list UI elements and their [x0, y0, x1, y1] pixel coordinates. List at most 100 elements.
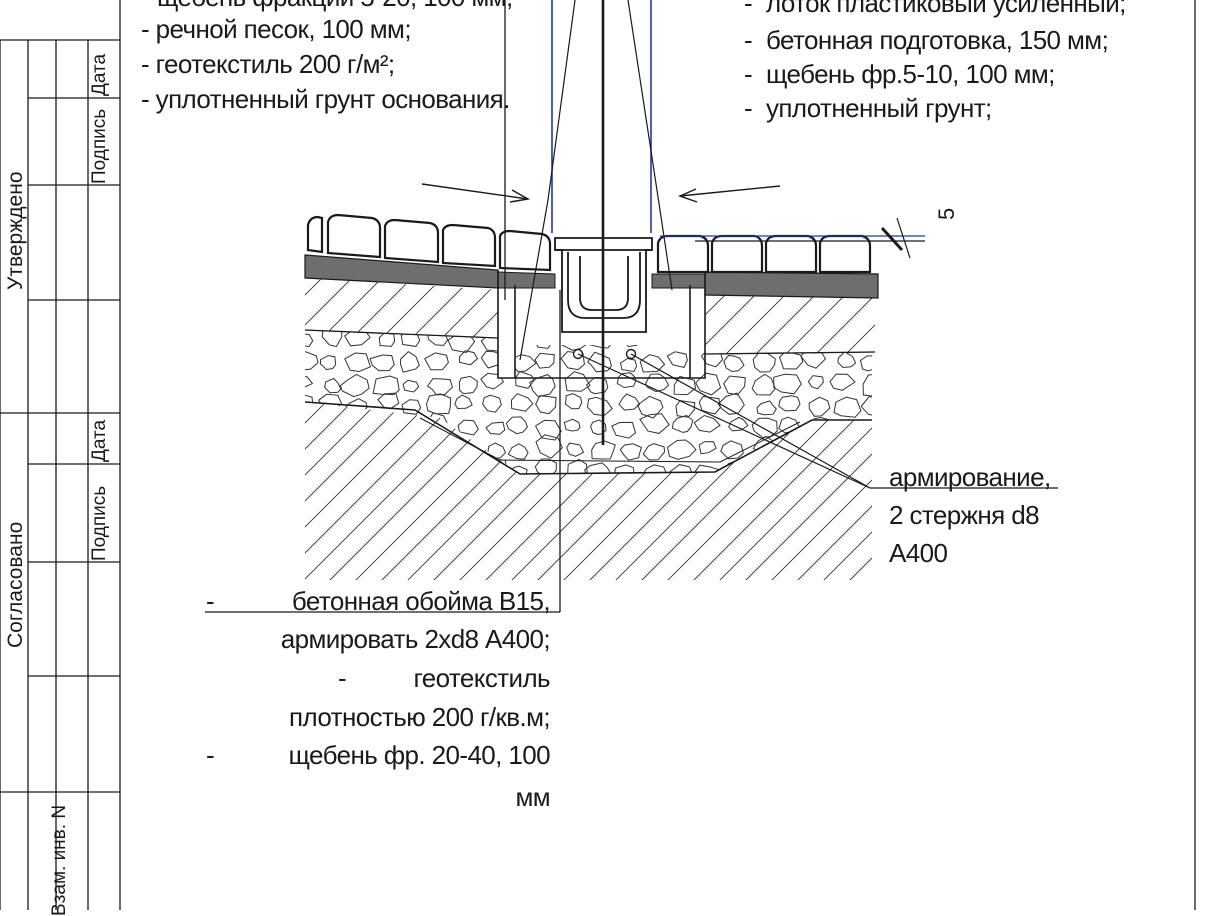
date-label-top: Дата	[89, 53, 110, 96]
gravel-stone	[807, 375, 824, 390]
gravel-stone	[535, 395, 557, 415]
gravel-stone	[401, 399, 422, 415]
gravel-stone	[563, 418, 581, 432]
gravel-stone	[636, 395, 664, 419]
gravel-stone	[862, 373, 872, 397]
rebar-note-1: армирование,	[889, 462, 1051, 492]
gravel-stone	[372, 375, 400, 396]
dimension-mark	[660, 217, 925, 259]
bottom-note-3: геотекстиль	[413, 663, 550, 693]
gravel-stone	[623, 331, 642, 348]
gravel-stone	[564, 393, 583, 410]
gravel-stone	[642, 443, 666, 461]
right-dash-1: -	[744, 25, 753, 55]
gravel-stone	[723, 375, 746, 396]
gravel-stone	[510, 393, 534, 412]
joint-arrows	[421, 183, 781, 203]
gravel-stone	[693, 414, 721, 433]
right-dash-0: -	[744, 0, 753, 18]
gravel-stone	[698, 395, 721, 415]
gravel-stone	[534, 352, 555, 369]
gravel-stone	[619, 443, 643, 461]
gravel-stone	[457, 419, 480, 436]
gravel-stone	[534, 419, 562, 441]
gravel-stone	[752, 350, 776, 373]
approved-label: Утверждено	[4, 171, 27, 291]
bottom-dash-1: -	[206, 586, 215, 616]
gravel-stone	[756, 400, 777, 416]
gravel-stone	[567, 458, 588, 474]
left-note-2: - геотекстиль 200 г/м²;	[141, 49, 395, 79]
rebar-leader	[577, 353, 1058, 489]
gravel-stone	[751, 373, 776, 396]
gravel-stone	[723, 354, 745, 373]
gravel-stone	[485, 421, 506, 435]
gravel-stone	[564, 371, 591, 392]
agreed-label: Согласовано	[4, 521, 27, 648]
gravel-stone	[616, 372, 637, 389]
bottom-dash-3: -	[338, 663, 347, 693]
bottom-note-6: мм	[515, 782, 550, 812]
gravel-stone	[671, 330, 690, 343]
gravel-stone	[837, 351, 857, 369]
gravel-stone	[402, 379, 420, 393]
left-note-0: щебень фракции 5-20, 100 мм;	[157, 0, 513, 13]
rebar-note-3: А400	[889, 538, 948, 568]
gravel-stone	[611, 421, 637, 439]
gravel-stone	[535, 434, 563, 459]
right-dash-2: -	[744, 59, 753, 89]
paving-stones-left	[306, 213, 552, 272]
gravel-stone	[482, 394, 502, 413]
left-note-1: - речной песок, 100 мм;	[141, 14, 412, 44]
gravel-stone	[695, 372, 722, 396]
gravel-stone	[773, 373, 802, 395]
right-note-0: лоток пластиковый усиленный;	[766, 0, 1126, 18]
gravel-stone	[377, 392, 400, 410]
gravel-stone	[860, 395, 872, 417]
gravel-stone	[305, 373, 314, 389]
left-note-3: - уплотненный грунт основания.	[141, 84, 510, 114]
gravel-stone	[534, 458, 557, 474]
gravel-stone	[673, 375, 697, 396]
signature-label-top: Подпись	[89, 108, 110, 184]
gravel-stone	[694, 464, 719, 474]
bottom-note-1: бетонная обойма В15,	[291, 586, 551, 616]
gravel-stone	[305, 333, 314, 348]
gravel-stone	[808, 396, 831, 417]
gravel-stone	[480, 372, 505, 390]
bottom-note-5: щебень фр. 20-40, 100	[288, 740, 551, 770]
gravel-stone	[671, 414, 694, 433]
gravel-stone	[508, 330, 532, 345]
right-note-1: бетонная подготовка, 150 мм;	[766, 25, 1109, 55]
paving-stones-right	[656, 234, 872, 274]
gravel-stone	[426, 378, 453, 396]
right-note-2: щебень фр.5-10, 100 мм;	[766, 59, 1055, 89]
gravel-stone	[584, 462, 612, 474]
bottom-dash-5: -	[206, 740, 215, 770]
gravel-stone	[487, 442, 507, 460]
rebar-points	[572, 348, 637, 360]
gravel-stone	[344, 352, 372, 373]
gravel-stone	[618, 393, 641, 411]
gravel-stone	[833, 396, 862, 418]
gravel-stone	[378, 332, 396, 347]
gravel-stone	[666, 351, 688, 368]
gravel-stone	[639, 413, 670, 434]
gravel-stone	[587, 351, 613, 373]
soil-layer	[304, 401, 872, 580]
gravel-stone	[717, 392, 745, 415]
gravel-stone	[751, 417, 778, 439]
gravel-stone	[666, 439, 697, 460]
gravel-stone	[324, 377, 342, 394]
gravel-stone	[399, 350, 420, 373]
dimension-label: 5	[934, 207, 959, 220]
gravel-stone	[458, 375, 478, 395]
gravel-stone	[639, 354, 666, 373]
gravel-stone	[505, 416, 528, 435]
paving-base	[304, 254, 879, 299]
gravel-stone	[859, 355, 872, 372]
right-dash-3: -	[744, 93, 753, 123]
gravel-stone	[720, 440, 744, 460]
concrete-bed	[497, 270, 706, 379]
